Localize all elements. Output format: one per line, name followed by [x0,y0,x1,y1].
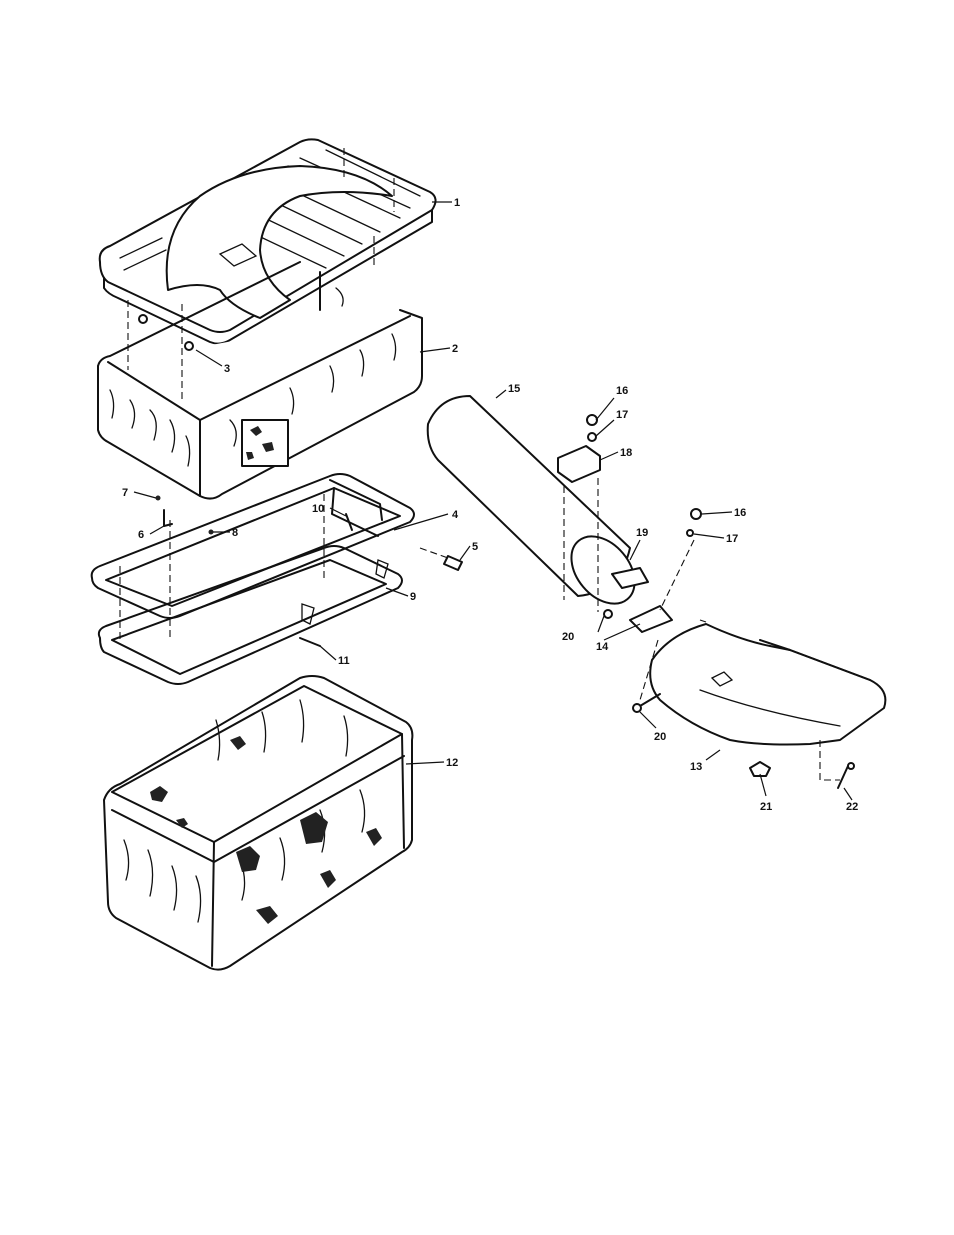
callout-10: 10 [312,503,324,515]
callout-12: 12 [446,757,458,769]
callout-11: 11 [338,655,350,667]
callout-5: 5 [472,541,478,553]
callout-leader-lines [133,201,853,801]
callout-3: 3 [224,363,230,375]
callout-19: 19 [636,527,648,539]
callout-6: 6 [138,529,144,541]
callout-17: 17 [616,409,628,421]
callout-9: 9 [410,591,416,603]
upper-bag-box-part [97,261,423,500]
callout-21: 21 [760,801,772,813]
callout-4: 4 [452,509,459,521]
lid-cover-part [98,138,437,345]
callout-17-right: 17 [726,533,738,545]
callout-20-lower: 20 [654,731,666,743]
callout-16-right: 16 [734,507,746,519]
callout-14: 14 [596,641,609,653]
upper-frame-part [90,473,415,625]
lower-frame-part [97,545,403,685]
chute-tube-part [426,395,636,605]
callout-numbers: 1 2 3 4 5 6 7 8 9 10 11 12 13 14 15 16 1… [122,197,858,813]
callout-16: 16 [616,385,628,397]
callout-22: 22 [846,801,858,813]
callout-7: 7 [122,487,128,499]
discharge-chute-part [649,623,887,746]
callout-20-upper: 20 [562,631,574,643]
assembly-guide-lines [119,148,840,781]
callout-15: 15 [508,383,520,395]
callout-1: 1 [454,197,460,209]
callout-8: 8 [232,527,238,539]
callout-18: 18 [620,447,632,459]
callout-13: 13 [690,761,702,773]
hardware-parts [138,314,855,789]
grass-bag-part [103,675,414,971]
callout-2: 2 [452,343,458,355]
